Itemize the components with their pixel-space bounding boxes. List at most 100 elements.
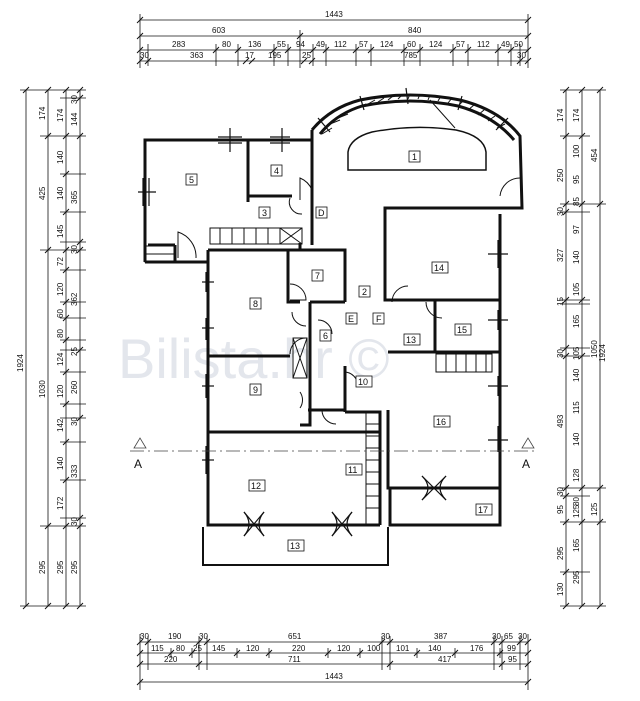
dim-bottom-r2: 80 [176, 644, 185, 653]
room-3-label: 3 [258, 206, 271, 219]
svg-text:14: 14 [434, 263, 444, 273]
svg-text:D: D [318, 208, 325, 218]
dim-left-mid: 140 [56, 186, 65, 200]
dim-top-r2: 124 [380, 40, 394, 49]
dim-right-outer: 493 [556, 414, 565, 428]
svg-text:10: 10 [358, 377, 368, 387]
room-17-label: 17 [475, 503, 493, 516]
room-8-label: 8 [249, 297, 262, 310]
dim-bottom-total: 1443 [325, 672, 343, 681]
room-2-label: 2 [358, 285, 371, 298]
dim-top-r2: 112 [477, 40, 490, 49]
room-16-label: 16 [433, 415, 451, 428]
dim-bottom-r2: 120 [246, 644, 260, 653]
dim-right-outer: 30 [556, 207, 565, 216]
stair-runs [144, 227, 493, 525]
dim-bottom-r1: 30 [381, 632, 390, 641]
dim-left-mid: 174 [56, 108, 65, 122]
section-line [130, 437, 536, 452]
room-6-label: 6 [319, 329, 332, 342]
dim-bottom-r1: 190 [168, 632, 182, 641]
dim-right-outer: 327 [556, 248, 565, 262]
dim-top-r3: 30 [517, 51, 526, 60]
stair-treads [321, 93, 506, 135]
marker-f: F [372, 312, 385, 325]
dim-top-r2: 49 [501, 40, 510, 49]
dim-left-mid: 295 [56, 560, 65, 574]
dim-bottom-r1: 65 [504, 632, 513, 641]
dim-right-outer: 15 [556, 297, 565, 306]
svg-text:11: 11 [348, 465, 357, 475]
room-11-label: 11 [345, 463, 363, 476]
svg-text:1: 1 [412, 152, 417, 162]
dim-left-mid: 80 [56, 329, 65, 338]
dim-left-outer: 425 [38, 186, 47, 200]
left-dimension-labels: 1924 174 425 1030 295 174 140 140 145 72… [16, 95, 79, 574]
dim-top-r1-a: 603 [212, 26, 226, 35]
doors [177, 177, 521, 425]
svg-text:12: 12 [251, 481, 261, 491]
dim-bottom-r1: 30 [140, 632, 149, 641]
dim-left-mid: 140 [56, 150, 65, 164]
dim-left-total: 1924 [16, 354, 25, 372]
room-9-label: 9 [249, 383, 262, 396]
dim-right-mid: 140 [572, 368, 581, 382]
dim-left-mid: 145 [56, 224, 65, 238]
svg-text:17: 17 [478, 505, 488, 515]
dim-top-r2: 94 [296, 40, 305, 49]
top-dimension-lines [139, 14, 529, 68]
dim-left-inner: 30 [70, 517, 79, 526]
dim-top-r3: 25 [302, 51, 311, 60]
dim-bottom-r2: 176 [470, 644, 484, 653]
dim-right-mid: 100 [572, 144, 581, 158]
dim-right-outer: 295 [556, 546, 565, 560]
dim-left-inner: 144 [70, 112, 79, 126]
stair-well [347, 126, 487, 171]
dim-top-r2: 112 [334, 40, 347, 49]
dim-top-r3: 785 [404, 51, 418, 60]
dim-bottom-r2: 115 [151, 644, 164, 653]
left-dimension-ticks [22, 86, 84, 610]
dim-top-r2: 57 [359, 40, 368, 49]
dim-left-inner: 333 [70, 464, 79, 478]
dim-right-mid: 105 [572, 282, 581, 296]
dim-right-mid: 80 [572, 497, 581, 506]
dim-right-mid: 128 [572, 468, 581, 482]
dim-bottom-r3: 711 [288, 655, 301, 664]
svg-text:E: E [348, 314, 354, 324]
bottom-dimension-labels: 30 190 30 651 30 387 30 65 30 115 80 25 … [140, 632, 527, 681]
room-14-label: 14 [431, 261, 449, 274]
room-12-label: 12 [248, 479, 266, 492]
right-dimension-lines [560, 89, 606, 607]
svg-text:6: 6 [323, 331, 328, 341]
dim-bottom-r1: 387 [434, 632, 448, 641]
dim-left-inner: 295 [70, 560, 79, 574]
double-doors [243, 475, 447, 537]
dim-left-mid: 60 [56, 309, 65, 318]
dim-top-r2: 283 [172, 40, 186, 49]
dim-bottom-r1: 30 [199, 632, 208, 641]
dim-top-r2: 80 [222, 40, 231, 49]
room-5-label: 5 [185, 173, 198, 186]
dim-top-r3: 363 [190, 51, 204, 60]
svg-text:9: 9 [253, 385, 258, 395]
dim-bottom-r2: 140 [428, 644, 442, 653]
room-1-label: 1 [408, 150, 421, 163]
dim-left-mid: 172 [56, 496, 65, 510]
dim-bottom-r3: 95 [508, 655, 517, 664]
dim-bottom-r1: 651 [288, 632, 302, 641]
dim-left-inner: 30 [70, 417, 79, 426]
dim-top-r2: 49 [316, 40, 325, 49]
dim-right-mid: 125 [572, 504, 581, 518]
dim-bottom-r3: 417 [438, 655, 452, 664]
dim-top-r2: 60 [407, 40, 416, 49]
dim-top-r2: 136 [248, 40, 262, 49]
marker-d: D [315, 206, 328, 219]
dim-bottom-r2: 120 [337, 644, 351, 653]
dim-right-mid: 140 [572, 250, 581, 264]
dim-right-inner: 1050 [590, 340, 599, 358]
dim-right-mid: 295 [572, 570, 581, 584]
dim-left-outer: 295 [38, 560, 47, 574]
room-10-label: 10 [355, 375, 373, 388]
dim-left-inner: 25 [70, 347, 79, 356]
